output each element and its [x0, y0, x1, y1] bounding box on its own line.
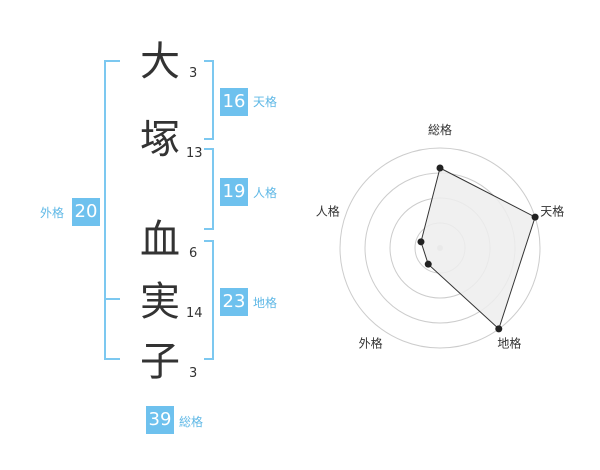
stroke-count-3: 6	[189, 246, 198, 261]
stroke-count-5: 3	[189, 366, 198, 381]
gaikaku-badge: 20	[72, 198, 100, 226]
chikaku-label: 地格	[253, 296, 278, 310]
chikaku-bracket-top	[204, 240, 214, 242]
radar-axis-label-5: 人格	[316, 204, 340, 219]
radar-point-2	[531, 213, 539, 221]
radar-point-1	[436, 164, 444, 172]
radar-axis-label-3: 地格	[497, 336, 521, 351]
tenkaku-bracket-top	[204, 60, 214, 62]
jinkaku-bracket-bottom	[204, 228, 214, 230]
chikaku-bracket-bottom	[204, 358, 214, 360]
radar-axis-label-1: 総格	[428, 122, 452, 137]
outer-bracket-vline	[104, 60, 106, 360]
tenkaku-bracket-v	[212, 60, 214, 140]
jinkaku-bracket-v	[212, 148, 214, 230]
soukaku-badge: 39	[146, 406, 174, 434]
radar-point-5	[417, 238, 425, 246]
stroke-count-4: 14	[186, 306, 203, 321]
stroke-count-1: 3	[189, 66, 198, 81]
name-char-1: 大	[140, 39, 180, 85]
name-char-3: 血	[140, 217, 180, 263]
radar-point-4	[424, 260, 432, 268]
outer-bracket-bottom	[104, 358, 120, 360]
gaikaku-label: 外格	[40, 206, 65, 220]
chikaku-badge: 23	[220, 288, 248, 316]
chikaku-bracket-v	[212, 240, 214, 360]
name-char-5: 子	[140, 339, 180, 385]
tenkaku-bracket-bottom	[204, 138, 214, 140]
name-char-2: 塚	[140, 117, 180, 163]
stroke-count-2: 13	[186, 146, 203, 161]
radar-polygon	[420, 167, 536, 330]
outer-bracket-top	[104, 60, 120, 62]
radar-axis-label-2: 天格	[540, 204, 564, 219]
tenkaku-badge: 16	[220, 88, 248, 116]
name-char-4: 実	[140, 279, 180, 325]
jinkaku-badge: 19	[220, 178, 248, 206]
radar-axis-label-4: 外格	[359, 336, 383, 351]
outer-bracket-mid	[104, 298, 120, 300]
jinkaku-label: 人格	[253, 186, 278, 200]
jinkaku-bracket-top	[204, 148, 214, 150]
radar-point-3	[495, 325, 503, 333]
radar-ring-4	[339, 147, 541, 349]
tenkaku-label: 天格	[253, 95, 278, 109]
soukaku-label: 総格	[179, 415, 204, 429]
